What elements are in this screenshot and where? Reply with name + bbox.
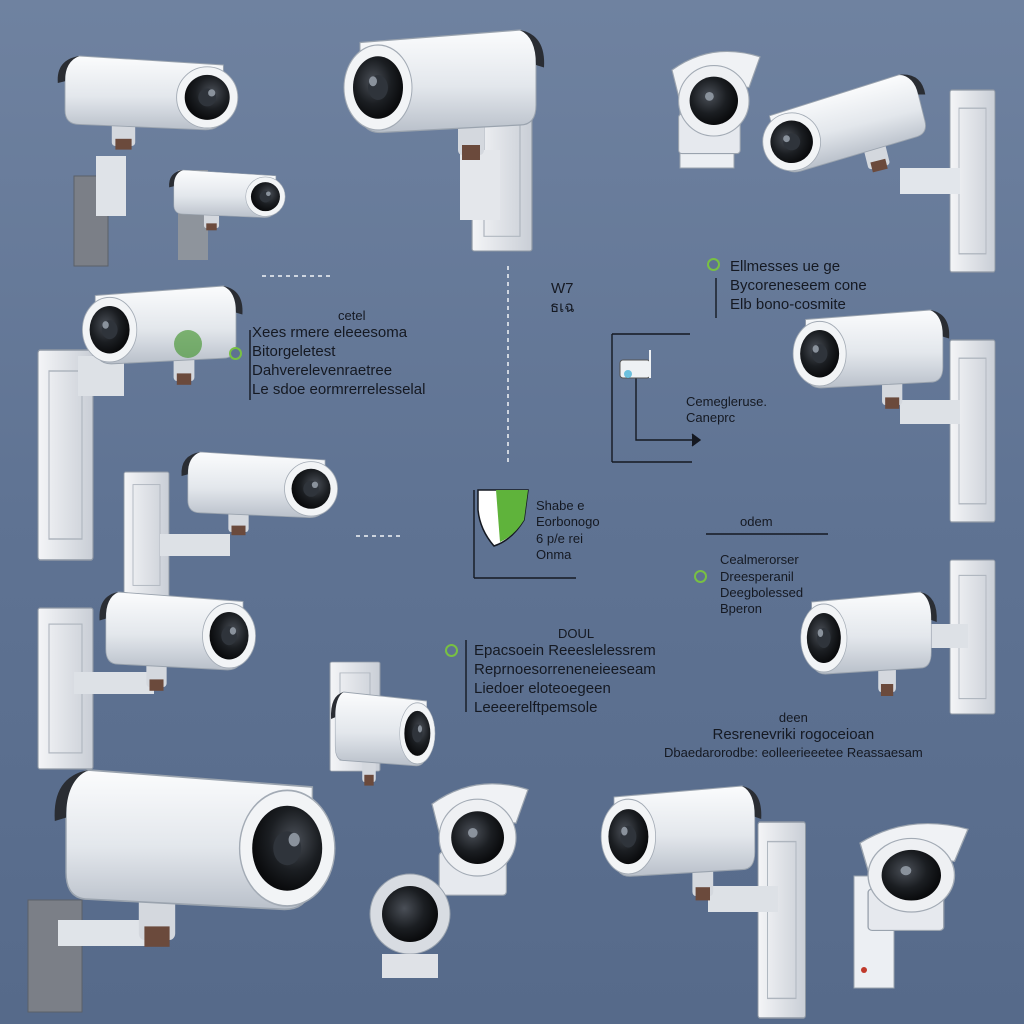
bracket-lines	[249, 278, 828, 712]
label-top-center: W7 ธเฉ	[550, 280, 575, 318]
camera-bottom-right-1	[600, 785, 807, 1019]
label-right-middle: odem Cealmerorser Dreesperanil Deegboles…	[720, 514, 803, 617]
label-line: Elb bono-cosmite	[730, 295, 846, 313]
label-line: Leeeerelftpemsole	[474, 698, 598, 716]
camera-top-left-small	[169, 170, 285, 260]
label-line: Cealmerorser	[720, 552, 799, 568]
camera-left-3	[37, 592, 256, 770]
label-line: Liedoer eloteoegeen	[474, 679, 611, 697]
camera-right-2	[800, 559, 996, 715]
shield-icon	[477, 489, 529, 547]
dashed-connectors	[262, 266, 509, 537]
label-heading: ธเฉ	[550, 298, 575, 316]
camera-bottom-center-2	[369, 873, 451, 978]
label-heading: odem	[740, 514, 773, 529]
label-line: Epacsoein Reeeslelessrem	[474, 642, 656, 660]
label-line: Ellmesses ue ge	[730, 258, 841, 275]
camera-top-right-small	[671, 50, 761, 169]
label-line: Le sdoe eormrerrelesselal	[252, 380, 426, 398]
label-line: Shabe e	[536, 498, 585, 513]
camera-bottom-right-2	[853, 822, 969, 989]
label-line: Onma	[536, 546, 572, 562]
bullet-dot	[707, 258, 720, 271]
label-heading: cetel	[338, 308, 366, 323]
label-heading: DOUL	[558, 626, 595, 641]
camera-top-center	[343, 29, 545, 252]
label-line: Deegbolessed	[720, 584, 804, 600]
camera-top-right	[753, 69, 996, 273]
camera-top-left	[58, 56, 238, 267]
camera-left-1	[37, 286, 243, 561]
label-center-panel: Shabe e Eorbonogo 6 p/e rei Onma	[536, 498, 600, 563]
label-line: Bitorgeletest	[252, 343, 336, 360]
label-left-upper: cetel Xees rmere eleeesoma Bitorgeletest…	[252, 308, 425, 399]
camera-bottom-left	[27, 770, 335, 1013]
label-line: Bperon	[720, 601, 762, 616]
bullet-dot	[229, 347, 242, 360]
label-line: Eorbonogo	[536, 514, 600, 530]
label-line: Resrenevriki rogoceioan	[712, 726, 875, 744]
label-bottom-center: DOUL Epacsoein Reeeslelessrem Reprnoesor…	[474, 626, 656, 717]
camera-bottom-center-1	[431, 783, 529, 896]
label-line: Dahverelevenraetree	[252, 361, 393, 379]
label-heading: W7	[551, 280, 574, 297]
label-top-right: Ellmesses ue ge Bycoreneseem cone Elb bo…	[730, 258, 867, 314]
label-line: Bycoreneseem cone	[730, 276, 867, 294]
bullet-dot	[694, 570, 707, 583]
label-center-diagram: Cemegleruse. Caneprc	[686, 394, 767, 427]
label-line: Cemegleruse.	[686, 394, 767, 409]
camera-left-2	[123, 452, 338, 599]
label-heading: deen	[778, 710, 808, 725]
camera-center-small	[329, 661, 435, 786]
label-line: Reprnoesorreneneieeseam	[474, 661, 656, 678]
label-line: Dreesperanil	[720, 568, 794, 584]
bullet-dot	[445, 644, 458, 657]
label-bottom-right: deen Resrenevriki rogoceioan Dbaedarorod…	[664, 710, 923, 761]
label-line: 6 p/e rei	[536, 530, 583, 546]
schematic-icon	[619, 350, 651, 379]
camera-right-1	[792, 309, 996, 523]
label-line: Caneprc	[686, 410, 736, 426]
label-line: Xees rmere eleeesoma	[252, 324, 408, 342]
label-line: Dbaedarorodbe: eolleerieeetee Reassaesam	[664, 745, 923, 760]
